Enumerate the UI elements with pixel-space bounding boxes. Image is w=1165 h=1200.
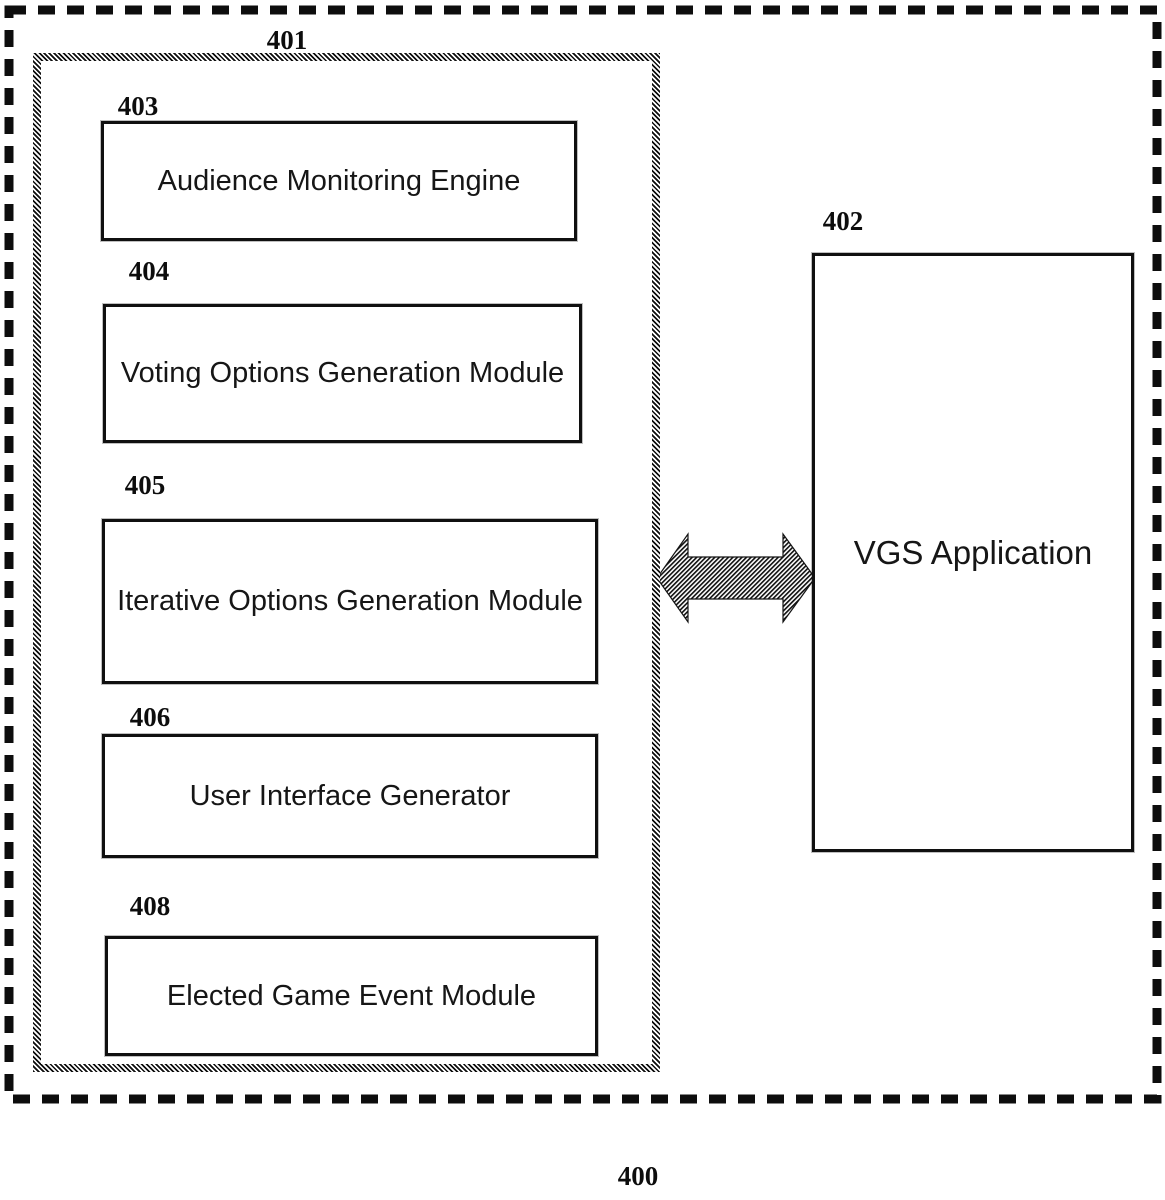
module-box-voting-options-generation: Voting Options Generation Module [103, 304, 582, 443]
double-arrow-icon [656, 532, 816, 624]
module-label: Elected Game Event Module [166, 979, 537, 1012]
module-label: Voting Options Generation Module [120, 357, 565, 389]
ref-label-405: 405 [124, 470, 166, 500]
ref-label-404: 404 [128, 256, 170, 286]
module-label: Iterative Options Generation Module [117, 585, 583, 617]
module-box-iterative-options-generation: Iterative Options Generation Module [102, 519, 598, 684]
vgs-application-box: VGS Application [812, 253, 1134, 852]
ref-label-402: 402 [822, 206, 864, 236]
module-label: User Interface Generator [189, 779, 511, 812]
module-box-elected-game-event: Elected Game Event Module [105, 936, 598, 1056]
ref-label-403: 403 [117, 91, 159, 121]
module-box-user-interface-generator: User Interface Generator [102, 734, 598, 858]
ref-label-406: 406 [129, 702, 171, 732]
module-label: Audience Monitoring Engine [157, 164, 521, 197]
module-box-audience-monitoring: Audience Monitoring Engine [101, 121, 577, 241]
ref-label-401: 401 [266, 25, 308, 55]
outer-dashed-border [4, 5, 1162, 1104]
ref-label-408: 408 [129, 891, 171, 921]
vgs-application-label: VGS Application [853, 533, 1093, 571]
ref-label-400: 400 [617, 1161, 659, 1191]
